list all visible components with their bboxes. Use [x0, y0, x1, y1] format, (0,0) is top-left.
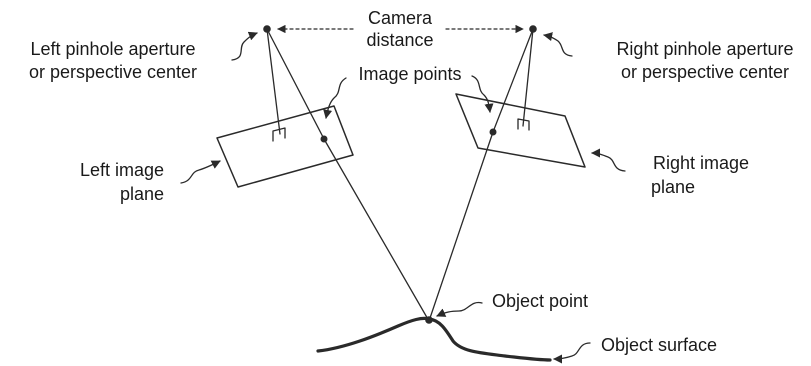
right-ray-to-image-point: [492, 28, 534, 133]
right-image-plane-leader: [591, 148, 626, 172]
right-image-plane-label-line1: Right image: [653, 153, 749, 173]
image-points-leader-right: [471, 75, 494, 113]
right-aperture-label-line2: or perspective center: [621, 62, 789, 82]
left-image-plane-label-line1: Left image: [80, 160, 164, 180]
right-image-plane: [455, 93, 586, 168]
right-image-plane-label-line2: plane: [651, 177, 695, 197]
left-image-plane-label-line2: plane: [120, 184, 164, 204]
left-aperture-label-line2: or perspective center: [29, 62, 197, 82]
left-aperture-label-line1: Left pinhole aperture: [30, 39, 195, 59]
right-ray-to-object: [428, 131, 494, 322]
right-perspective-center: [529, 25, 537, 33]
image-points-leader-left: [323, 77, 347, 119]
left-image-plane: [216, 105, 354, 188]
right-aperture-label-line1: Right pinhole aperture: [616, 39, 793, 59]
camera-distance-label-line1: Camera: [368, 8, 433, 28]
right-optical-axis: [522, 28, 534, 127]
left-optical-axis: [266, 28, 281, 135]
object-point-label: Object point: [492, 291, 588, 311]
left-ray-to-object: [323, 138, 430, 322]
left-perspective-center: [263, 25, 271, 33]
object-surface-curve: [316, 316, 552, 362]
image-points-label: Image points: [358, 64, 461, 84]
right-image-point: [489, 128, 497, 136]
right-aperture-leader: [543, 32, 573, 57]
object-surface-leader: [553, 342, 591, 364]
camera-distance-label-bg: [355, 8, 445, 54]
left-image-plane-leader: [180, 160, 221, 184]
object-point: [425, 316, 433, 324]
object-point-leader: [436, 301, 483, 317]
left-ray-to-image-point: [266, 28, 325, 140]
camera-distance-label-line2: distance: [366, 30, 433, 50]
object-surface-label: Object surface: [601, 335, 717, 355]
left-image-point: [320, 135, 328, 143]
left-aperture-leader: [231, 31, 258, 61]
